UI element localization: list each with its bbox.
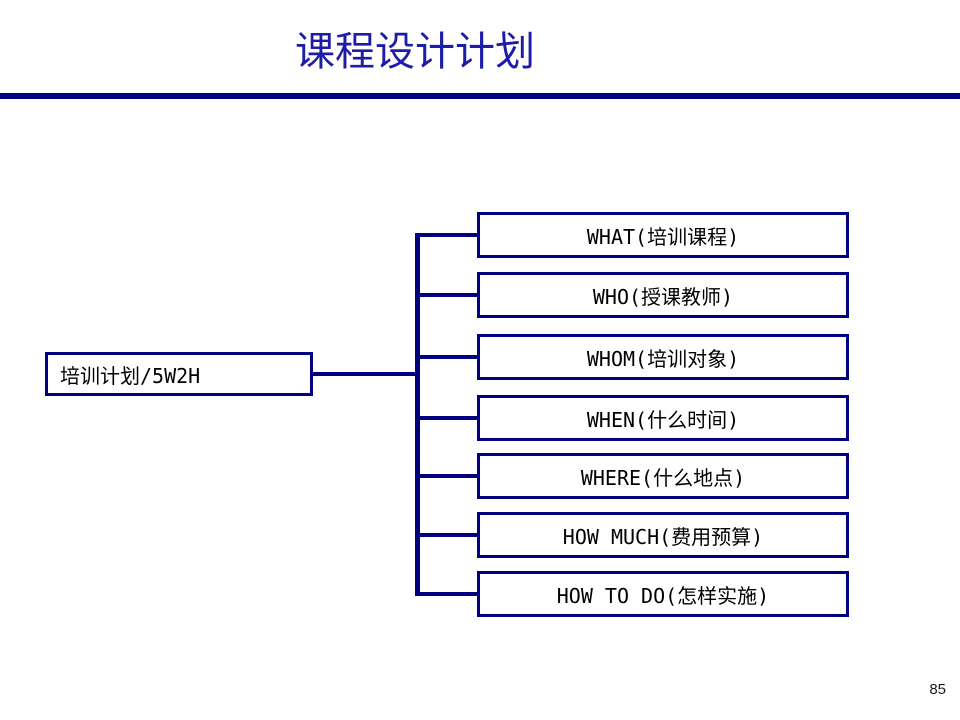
diagram-leaf-box-how-to-do: HOW TO DO(怎样实施) [477,571,849,617]
diagram-leaf-label: HOW TO DO(怎样实施) [556,583,770,608]
connector-stub-how-to-do [419,592,478,596]
diagram-leaf-label: WHAT(培训课程) [586,224,740,249]
diagram-leaf-box-who: WHO(授课教师) [477,272,849,318]
page-number: 85 [929,681,946,698]
connector-stub-whom [419,355,478,359]
connector-stub-where [419,474,478,478]
connector-stub-what [419,233,478,237]
connector-stub-when [419,416,478,420]
diagram-leaf-label: WHERE(什么地点) [580,465,746,490]
diagram-leaf-box-where: WHERE(什么地点) [477,453,849,499]
connector-trunk [415,233,420,596]
slide-title: 课程设计计划 [295,30,535,74]
diagram-leaf-box-what: WHAT(培训课程) [477,212,849,258]
diagram-leaf-box-whom: WHOM(培训对象) [477,334,849,380]
diagram-leaf-label: WHOM(培训对象) [586,346,740,371]
diagram-leaf-label: WHO(授课教师) [592,284,734,309]
diagram-root-label: 培训计划/5W2H [60,363,201,388]
connector-stub-how-much [419,533,478,537]
diagram-leaf-box-how-much: HOW MUCH(费用预算) [477,512,849,558]
diagram-leaf-box-when: WHEN(什么时间) [477,395,849,441]
title-divider-rule [0,93,960,99]
diagram-leaf-label: HOW MUCH(费用预算) [562,524,764,549]
connector-root-to-trunk [313,372,419,376]
diagram-leaf-label: WHEN(什么时间) [586,407,740,432]
diagram-root-box: 培训计划/5W2H [45,352,313,396]
connector-stub-who [419,293,478,297]
